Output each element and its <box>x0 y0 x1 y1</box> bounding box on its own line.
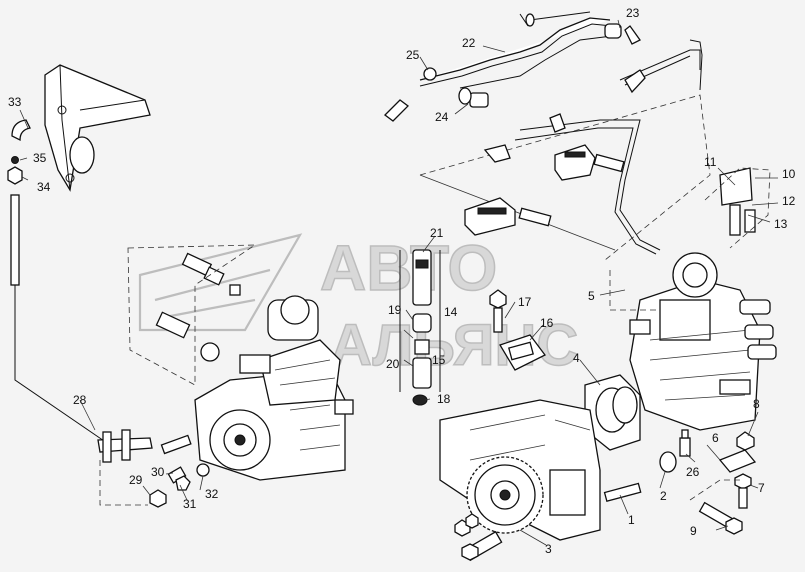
callout-24: 24 <box>435 110 449 124</box>
callout-34: 34 <box>37 180 51 194</box>
line-clamps <box>464 113 625 236</box>
watermark-line2: АЛЬЯНС <box>330 313 578 378</box>
callout-15: 15 <box>432 353 446 367</box>
callout-labels: 1 2 3 4 5 6 7 8 9 10 11 12 13 14 15 16 1… <box>8 6 796 556</box>
bolt-9 <box>698 501 743 535</box>
callout-28: 28 <box>73 393 87 407</box>
callout-1: 1 <box>628 513 635 527</box>
watermark-line1: АВТО <box>320 232 497 304</box>
callout-31: 31 <box>183 497 197 511</box>
callout-25: 25 <box>406 48 420 62</box>
callout-13: 13 <box>774 217 788 231</box>
gear-3 <box>466 456 544 534</box>
washer-32 <box>196 463 210 477</box>
callout-4: 4 <box>573 351 580 365</box>
bracket-6 <box>718 449 757 473</box>
watermark-logo <box>138 233 303 332</box>
bracket-10-13 <box>704 167 771 249</box>
callout-10: 10 <box>782 167 796 181</box>
callout-32: 32 <box>205 487 219 501</box>
callout-3: 3 <box>545 542 552 556</box>
bolt-pair <box>155 252 241 455</box>
injection-pump-right <box>629 252 777 431</box>
callout-35: 35 <box>33 151 47 165</box>
callout-8: 8 <box>753 397 760 411</box>
delivery-valve-stack <box>412 249 432 406</box>
callout-6: 6 <box>712 431 719 445</box>
callout-22: 22 <box>462 36 476 50</box>
callout-17: 17 <box>518 295 532 309</box>
callout-20: 20 <box>386 357 400 371</box>
callout-33: 33 <box>8 95 22 109</box>
callout-2: 2 <box>660 489 667 503</box>
bracket-28 <box>97 429 153 463</box>
pipe-rod <box>10 194 20 286</box>
injection-pump-left <box>194 295 354 481</box>
callout-29: 29 <box>129 473 143 487</box>
callout-23: 23 <box>626 6 640 20</box>
sensor-26 <box>679 429 691 457</box>
gasket-4 <box>584 374 641 451</box>
callout-26: 26 <box>686 465 700 479</box>
callout-21: 21 <box>430 226 444 240</box>
elbow-fitting-33 <box>11 119 31 142</box>
callout-11: 11 <box>704 155 717 169</box>
bolt-31 <box>167 466 191 491</box>
callout-5: 5 <box>588 289 595 303</box>
callout-7: 7 <box>758 481 765 495</box>
bolt-29 <box>149 489 167 508</box>
callout-18: 18 <box>437 392 451 406</box>
washer-2 <box>659 451 677 473</box>
bolt-17 <box>489 289 507 333</box>
callout-12: 12 <box>782 194 796 208</box>
bolt-7 <box>734 473 752 509</box>
leader-lines <box>19 19 779 546</box>
callout-19: 19 <box>388 303 402 317</box>
nut-34 <box>7 166 23 185</box>
callout-16: 16 <box>540 316 554 330</box>
washer-35 <box>11 156 19 164</box>
watermark: АВТО АЛЬЯНС <box>138 231 579 379</box>
gear-nuts <box>454 513 503 562</box>
bracket-16 <box>499 334 546 371</box>
callout-14: 14 <box>444 305 458 319</box>
callout-30: 30 <box>151 465 165 479</box>
callout-9: 9 <box>690 524 697 538</box>
nut-8 <box>736 431 755 451</box>
manifold-flange <box>44 64 151 192</box>
fuel-lines <box>384 11 703 255</box>
stud-1 <box>603 482 642 503</box>
pipe-28 <box>14 285 111 446</box>
